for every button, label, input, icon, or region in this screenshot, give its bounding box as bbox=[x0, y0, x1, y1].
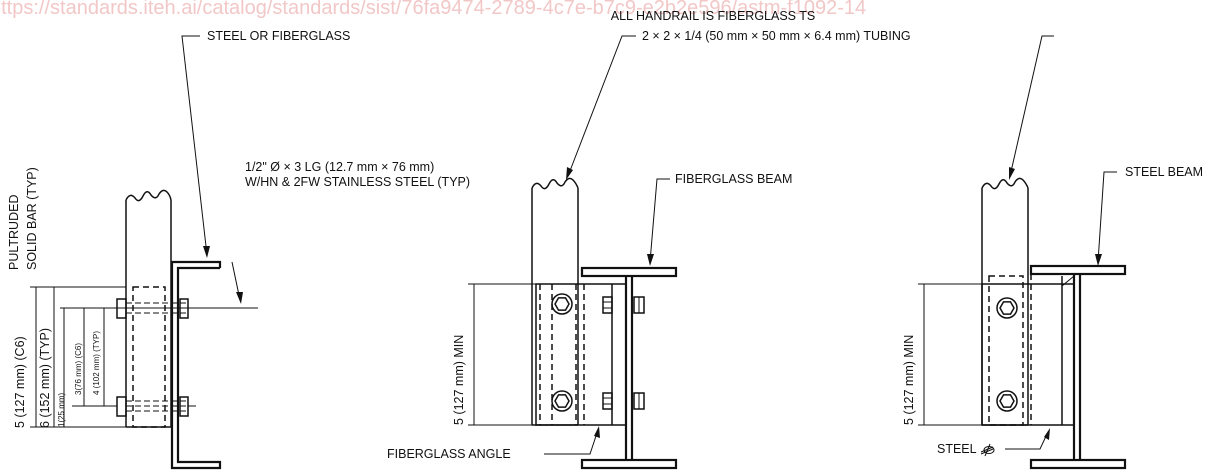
dim-d1-small: 1(25 mm) bbox=[57, 392, 66, 427]
detail-1-post-break bbox=[125, 189, 172, 202]
detail-2-leader-handrail bbox=[567, 35, 636, 177]
label-steel-plate: STEEL bbox=[937, 442, 977, 456]
detail-1 bbox=[30, 35, 258, 470]
detail-3-steel-plate bbox=[981, 283, 1075, 426]
detail-2 bbox=[468, 35, 678, 470]
plate-symbol-icon bbox=[980, 443, 995, 457]
detail-2-bolt-lower bbox=[551, 390, 645, 412]
detail-1-leader-steel bbox=[181, 35, 208, 256]
detail-2-post-break bbox=[531, 177, 579, 190]
dim-d2-min: 5 (127 mm) MIN bbox=[452, 335, 466, 425]
detail-3-post-break bbox=[981, 177, 1029, 190]
detail-3-leader-handrail bbox=[1009, 35, 1054, 177]
dim-d1-c6: 5 (127 mm) (C6) bbox=[13, 336, 27, 428]
watermark-text: https://standards.iteh.ai/catalog/standa… bbox=[0, 0, 866, 19]
detail-2-fiberglass-beam bbox=[580, 266, 678, 470]
label-pultruded: PULTRUDED bbox=[7, 195, 21, 270]
label-solid-bar: SOLID BAR (TYP) bbox=[25, 167, 39, 270]
detail-2-bolt-upper bbox=[551, 293, 645, 315]
detail-1-dim-lines bbox=[35, 287, 105, 427]
detail-3-leader-beam bbox=[1097, 171, 1117, 263]
detail-1-bolt-lower bbox=[116, 396, 196, 417]
label-fiberglass-beam: FIBERGLASS BEAM bbox=[675, 172, 792, 186]
detail-2-leader-angle bbox=[544, 429, 599, 455]
detail-1-channel bbox=[170, 260, 222, 470]
label-steel-or-fiberglass: STEEL OR FIBERGLASS bbox=[207, 29, 350, 43]
detail-3-bolt-lower bbox=[996, 390, 1018, 412]
detail-2-leader-beam bbox=[649, 178, 670, 263]
detail-2-fiberglass-angle bbox=[535, 283, 627, 426]
label-bolt-line2: W/HN & 2FW STAINLESS STEEL (TYP) bbox=[245, 175, 470, 189]
detail-3-leader-plate bbox=[1005, 431, 1049, 450]
label-handrail-line1: ALL HANDRAIL IS FIBERGLASS TS bbox=[611, 9, 815, 23]
detail-3 bbox=[918, 35, 1127, 470]
detail-3-bolt-upper bbox=[996, 297, 1018, 319]
dim-d3-min: 5 (127 mm) MIN bbox=[902, 335, 916, 425]
dim-d1-typ: 6 (152 mm) (TYP) bbox=[38, 328, 52, 428]
label-fiberglass-angle: FIBERGLASS ANGLE bbox=[387, 447, 511, 461]
label-bolt-line1: 1/2" Ø × 3 LG (12.7 mm × 76 mm) bbox=[245, 160, 434, 174]
detail-1-solid-bar bbox=[132, 286, 166, 428]
dim-d1-mid2: 4 (102 mm) (TYP) bbox=[92, 331, 101, 395]
label-steel-beam: STEEL BEAM bbox=[1125, 165, 1203, 179]
dim-d1-mid1: 3(76 mm) (C6) bbox=[74, 343, 83, 395]
label-handrail-line2: 2 × 2 × 1/4 (50 mm × 50 mm × 6.4 mm) TUB… bbox=[642, 29, 911, 43]
